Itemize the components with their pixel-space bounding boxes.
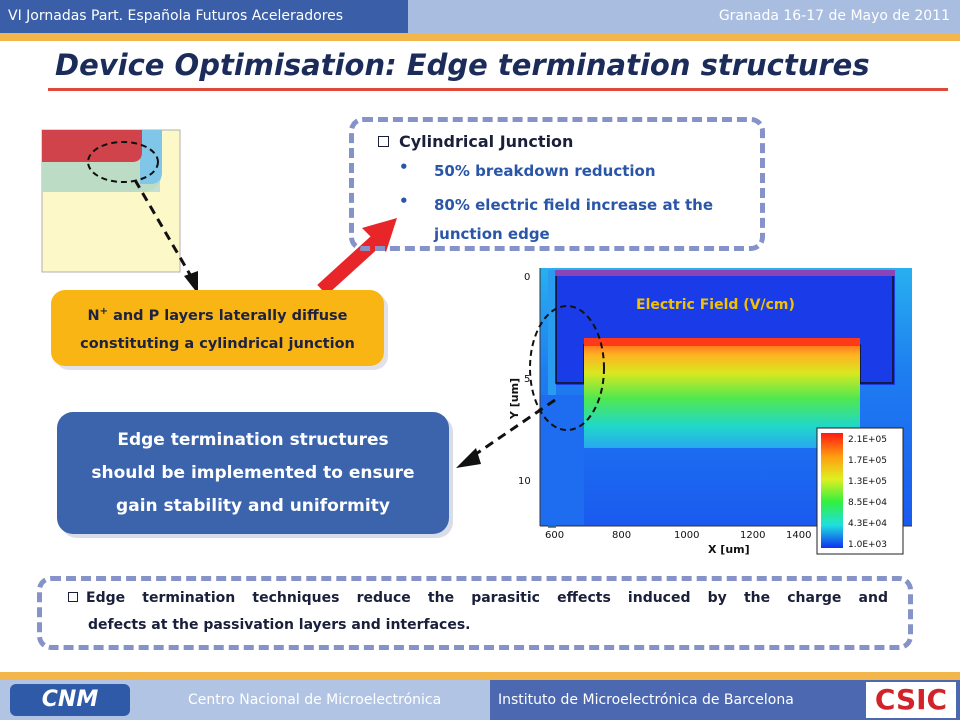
title-underline: [48, 88, 948, 91]
footer-accent-bar: [0, 672, 960, 680]
header-date-place: Granada 16-17 de Mayo de 2011: [408, 0, 960, 33]
dot-bullet-icon: •: [399, 158, 409, 176]
plot-field-label: Electric Field (V/cm): [636, 297, 795, 313]
junction-highlight-ellipse: [87, 141, 159, 183]
slide-title: Device Optimisation: Edge termination st…: [55, 48, 870, 82]
legend-value-4: 4.3E+04: [848, 519, 887, 529]
legend-value-0: 2.1E+05: [848, 435, 887, 445]
cnm-logo: CNM: [10, 684, 130, 716]
lateral-diffusion-box: N+ and P layers laterally diffuse consti…: [51, 290, 384, 366]
plot-x-tick-600: 600: [545, 530, 565, 541]
checkbox-bullet-icon: [378, 136, 389, 147]
cylindrical-junction-box: [349, 117, 765, 251]
header-accent-bar: [0, 33, 960, 41]
bottom-note-line1: Edge termination techniques reduce the p…: [68, 590, 888, 606]
plot-x-label: X [um]: [708, 543, 750, 556]
dot-bullet-icon: •: [399, 192, 409, 210]
plot-x-tick-1200: 1200: [740, 530, 766, 541]
plot-x-tick-1400: 1400: [786, 530, 812, 541]
header-event-name: VI Jornadas Part. Española Futuros Acele…: [0, 0, 408, 33]
plot-y-label: Y [um]: [508, 377, 522, 420]
bottom-note-box: [37, 576, 913, 650]
bottom-note-line2: defects at the passivation layers and in…: [88, 617, 471, 633]
plot-x-tick-1000: 1000: [674, 530, 700, 541]
footer-imb-name: Instituto de Microelectrónica de Barcelo…: [498, 692, 794, 708]
plot-y-tick-0: 0: [524, 272, 531, 283]
csic-logo: CSIC: [866, 682, 956, 718]
legend-value-3: 8.5E+04: [848, 498, 887, 508]
plot-x-tick-800: 800: [612, 530, 632, 541]
plot-y-tick-10: 10: [518, 476, 531, 487]
edge-termination-callout: Edge termination structures should be im…: [57, 412, 449, 534]
legend-value-2: 1.3E+05: [848, 477, 887, 487]
plot-y-tick-5: 5: [524, 374, 531, 385]
footer-cnm-name: Centro Nacional de Microelectrónica: [188, 692, 442, 708]
legend-value-5: 1.0E+03: [848, 540, 887, 550]
checkbox-bullet-icon: [68, 592, 78, 602]
legend-value-1: 1.7E+05: [848, 456, 887, 466]
cylindrical-junction-heading: Cylindrical Junction: [378, 132, 573, 151]
junction-edge-ellipse: [529, 305, 605, 431]
